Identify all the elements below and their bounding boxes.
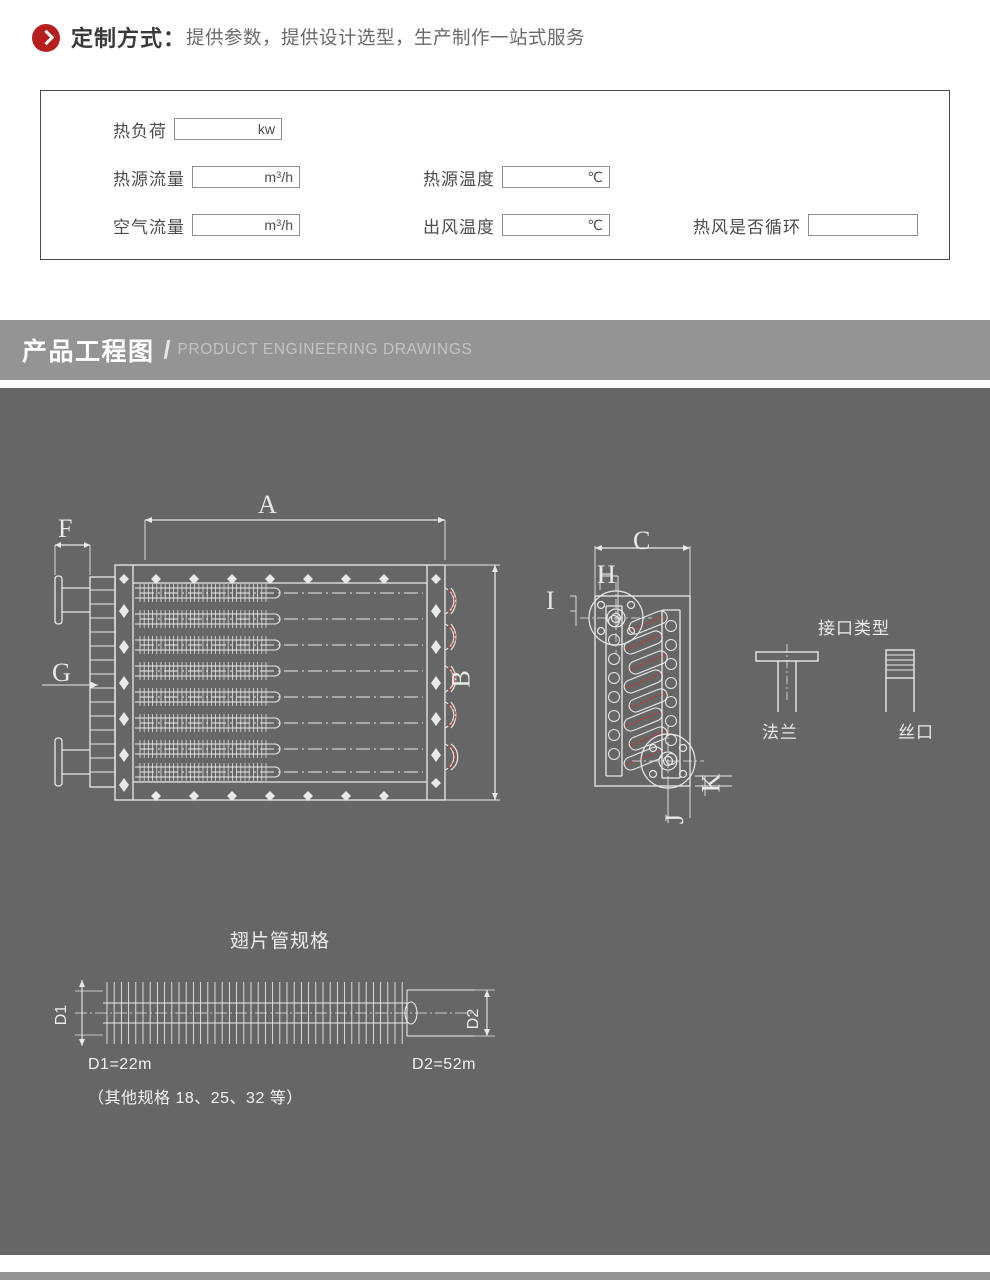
section-banner-engineering-drawings: 产品工程图 / PRODUCT ENGINEERING DRAWINGS [0, 320, 990, 380]
field-hot-air-recirculation: 热风是否循环 [693, 213, 918, 238]
field-heat-source-temp: 热源温度 ℃ [423, 165, 610, 190]
dimension-label-b: B [446, 670, 476, 688]
customization-header: 定制方式： 提供参数，提供设计选型，生产制作一站式服务 [0, 0, 990, 74]
customization-title: 定制方式： [71, 26, 187, 51]
fin-tube-section-title: 翅片管规格 [230, 931, 331, 952]
field-heat-load: 热负荷 kw [113, 117, 282, 142]
hot-air-recirculation-input[interactable] [808, 214, 918, 236]
field-unit: m3/h [264, 169, 293, 185]
fin-tube-d1-label: D1 [53, 1004, 71, 1026]
field-unit: ℃ [587, 169, 603, 185]
banner-title-cn: 产品工程图 [22, 338, 155, 366]
arrow-circle-icon [32, 24, 60, 52]
field-label: 热负荷 [113, 121, 167, 141]
engineering-drawing-panel: A B F G [0, 388, 990, 1255]
dimension-label-h: H [597, 560, 616, 589]
dimension-label-c: C [633, 526, 651, 555]
form-row: 热负荷 kw [41, 117, 949, 141]
fin-tube-d2-value: D2=52m [412, 1056, 476, 1073]
fin-tube-d2-label: D2 [465, 1008, 483, 1030]
field-unit: ℃ [587, 217, 603, 233]
connector-option-flange-label: 法兰 [762, 723, 798, 742]
form-row: 热源流量 m3/h 热源温度 ℃ [41, 165, 949, 189]
dimension-label-i: I [546, 586, 555, 615]
banner-title-en: PRODUCT ENGINEERING DRAWINGS [177, 341, 473, 358]
dimension-label-j: J [660, 813, 690, 825]
field-label: 空气流量 [113, 217, 185, 237]
unit-superscript: 3 [276, 170, 282, 181]
dimension-label-k: K [696, 773, 726, 793]
dimension-label-a: A [258, 490, 277, 519]
banner-separator: / [163, 335, 171, 364]
field-label: 热风是否循环 [693, 217, 801, 237]
field-air-flow: 空气流量 m3/h [113, 213, 300, 238]
connector-section-title: 接口类型 [818, 619, 890, 638]
field-label: 出风温度 [423, 217, 495, 237]
connector-type-icons [755, 644, 915, 712]
threaded-icon [885, 649, 915, 712]
flange-icon [755, 644, 819, 712]
fin-tube-d1-value: D1=22m [88, 1056, 152, 1073]
bottom-accent-strip [0, 1272, 990, 1280]
air-flow-input[interactable]: m3/h [192, 214, 300, 236]
connector-option-threaded-label: 丝口 [898, 723, 934, 742]
dimension-label-g: G [52, 658, 71, 687]
dimension-label-f: F [58, 514, 73, 543]
unit-superscript: 3 [276, 218, 282, 229]
front-view-drawing [42, 517, 500, 801]
field-label: 热源流量 [113, 169, 185, 189]
side-view-drawing [570, 545, 732, 823]
field-unit: m3/h [264, 217, 293, 233]
heat-source-temp-input[interactable]: ℃ [502, 166, 610, 188]
fin-tube-note: （其他规格 18、25、32 等） [88, 1090, 303, 1107]
customization-description: 提供参数，提供设计选型，生产制作一站式服务 [186, 27, 586, 48]
outlet-air-temp-input[interactable]: ℃ [502, 214, 610, 236]
field-unit: kw [257, 121, 275, 137]
field-outlet-air-temp: 出风温度 ℃ [423, 213, 610, 238]
fin-tube-drawing [75, 980, 495, 1046]
heat-source-flow-input[interactable]: m3/h [192, 166, 300, 188]
parameter-form-panel: 热负荷 kw 热源流量 m3/h 热源温度 ℃ 空气流量 m3/h [40, 90, 950, 260]
form-row: 空气流量 m3/h 出风温度 ℃ 热风是否循环 [41, 213, 949, 237]
heat-load-input[interactable]: kw [174, 118, 282, 140]
field-heat-source-flow: 热源流量 m3/h [113, 165, 300, 190]
field-label: 热源温度 [423, 169, 495, 189]
